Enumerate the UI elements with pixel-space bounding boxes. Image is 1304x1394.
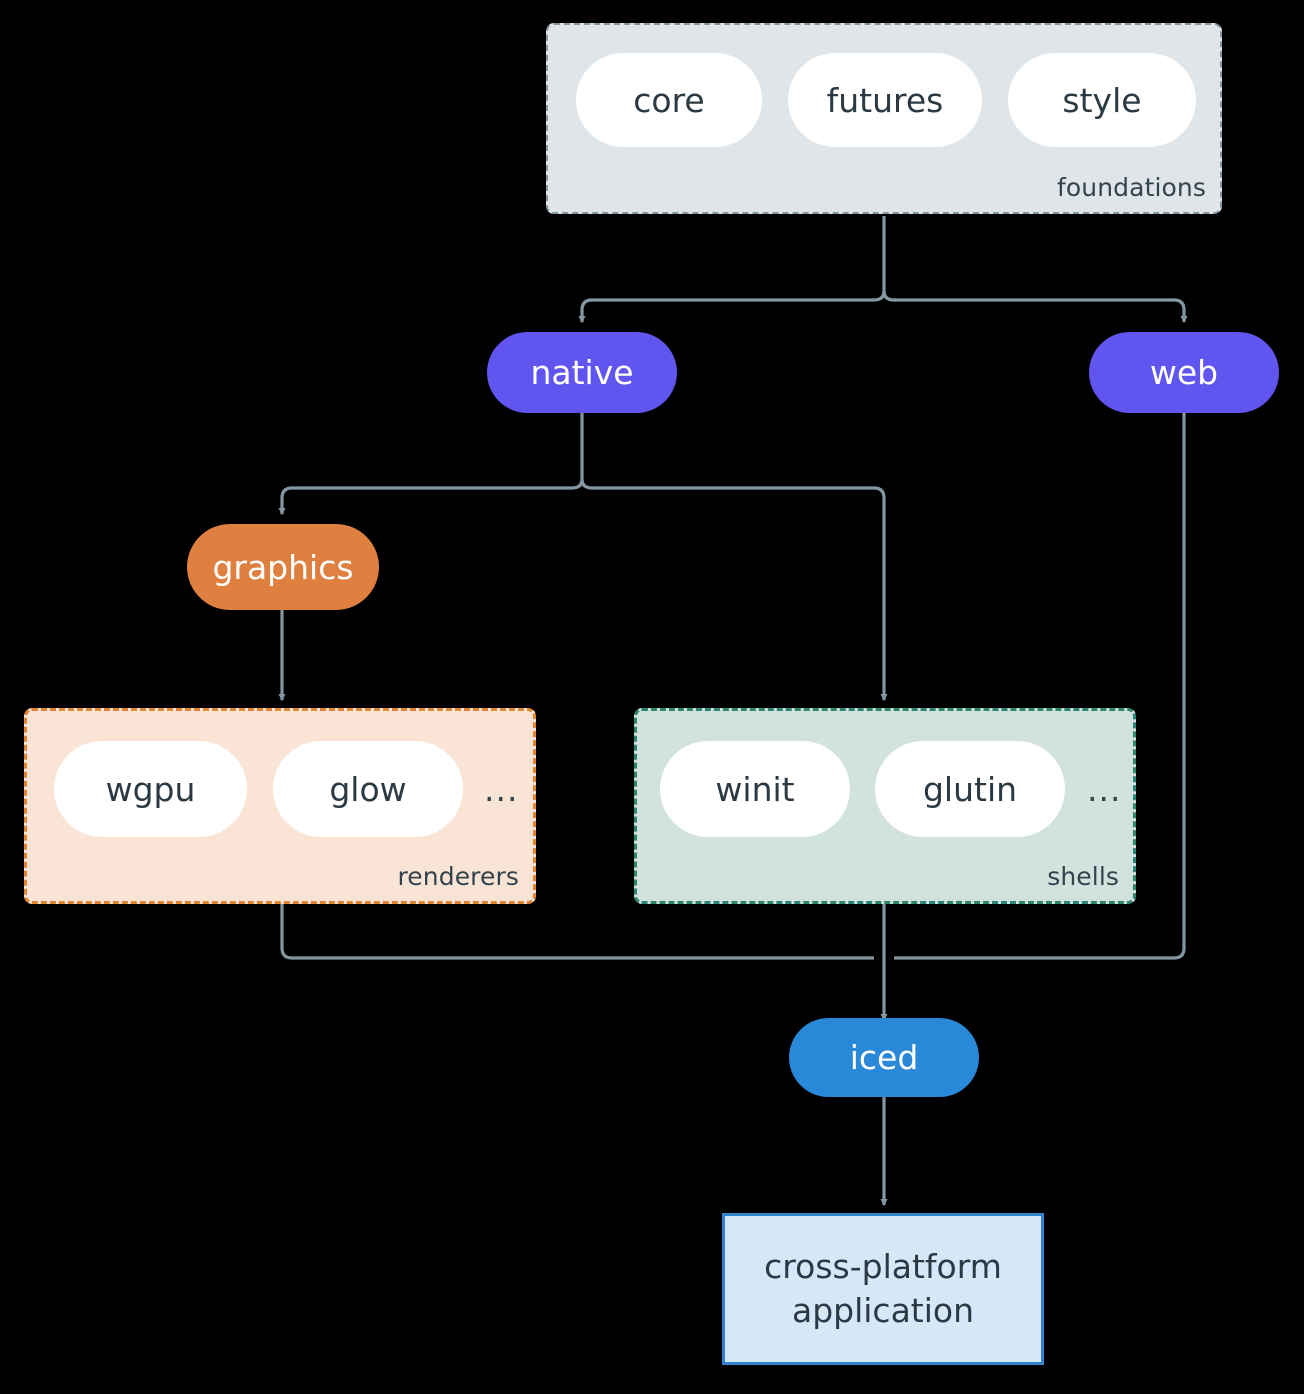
cluster-renderers-label: renderers: [397, 862, 519, 891]
node-wgpu-label: wgpu: [105, 769, 196, 809]
node-style[interactable]: style: [1008, 53, 1196, 147]
node-web-label: web: [1149, 353, 1219, 392]
shells-more-ellipsis: ...: [1087, 770, 1122, 809]
edge-web-to-iced: [894, 413, 1186, 960]
node-wgpu[interactable]: wgpu: [54, 741, 247, 837]
node-graphics[interactable]: graphics: [187, 524, 379, 610]
cluster-renderers: wgpu glow ... renderers: [24, 708, 536, 904]
renderers-more-ellipsis: ...: [484, 770, 519, 809]
cluster-foundations: core futures style foundations: [546, 23, 1222, 214]
application-label-line1: cross-platform: [764, 1247, 1002, 1287]
node-glutin[interactable]: glutin: [875, 741, 1065, 837]
node-core-label: core: [633, 80, 705, 120]
node-glutin-label: glutin: [922, 769, 1018, 809]
node-native-label: native: [530, 353, 634, 392]
node-winit-label: winit: [715, 769, 795, 809]
node-futures-label: futures: [826, 80, 944, 120]
node-winit[interactable]: winit: [660, 741, 850, 837]
node-core[interactable]: core: [576, 53, 762, 147]
node-glow[interactable]: glow: [273, 741, 463, 837]
node-style-label: style: [1062, 80, 1142, 120]
edge-foundations-to-native: [578, 290, 886, 324]
cluster-shells-label: shells: [1047, 862, 1119, 891]
node-glow-label: glow: [329, 769, 407, 809]
node-iced[interactable]: iced: [789, 1018, 979, 1097]
edge-renderers-to-iced: [280, 904, 874, 960]
node-web[interactable]: web: [1089, 332, 1279, 413]
node-cross-platform-application[interactable]: cross-platform application: [722, 1213, 1044, 1365]
node-futures[interactable]: futures: [788, 53, 982, 147]
edge-native-to-graphics: [278, 478, 584, 516]
application-label-line2: application: [791, 1291, 975, 1330]
cluster-shells: winit glutin ... shells: [634, 708, 1136, 904]
node-graphics-label: graphics: [212, 547, 354, 587]
node-native[interactable]: native: [487, 332, 677, 413]
edge-native-to-shells: [580, 478, 888, 702]
cluster-foundations-label: foundations: [1057, 173, 1206, 202]
edge-foundations-to-web: [882, 290, 1188, 324]
node-iced-label: iced: [849, 1038, 919, 1077]
